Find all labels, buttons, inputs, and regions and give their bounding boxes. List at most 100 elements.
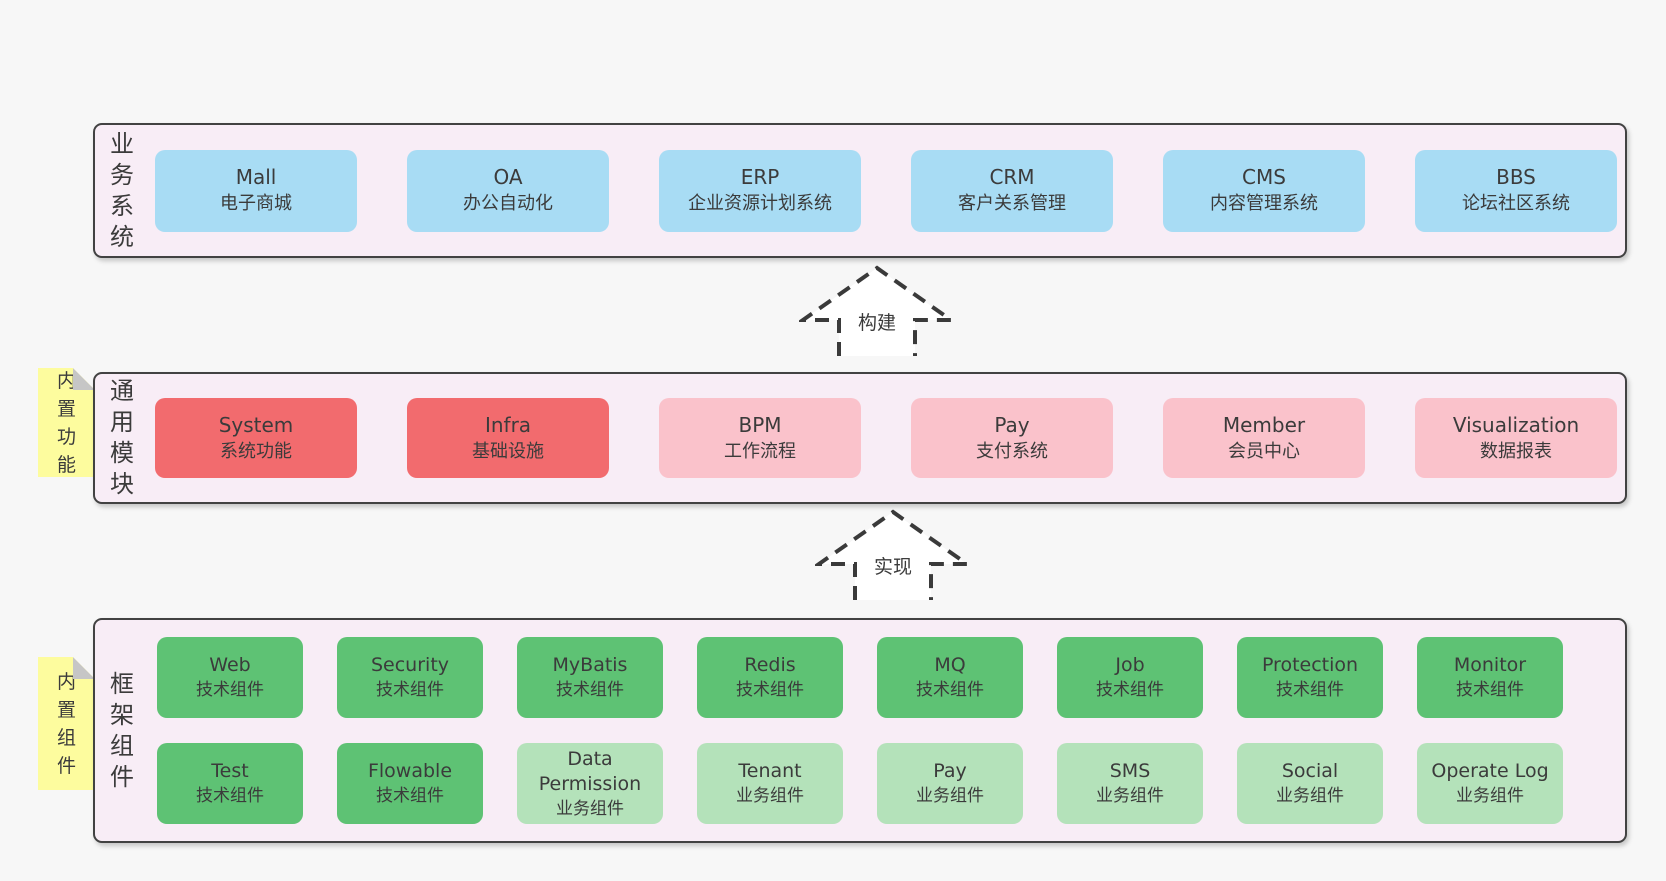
- box-cn-label: 会员中心: [1228, 440, 1300, 462]
- box-en-label: Social: [1281, 760, 1339, 782]
- builtin-components-note: 内置组件: [38, 657, 95, 790]
- box-cn-label: 业务组件: [916, 786, 984, 806]
- box-tenant-biz: Tenant 业务组件: [697, 743, 843, 824]
- box-cn-label: 业务组件: [556, 798, 624, 819]
- box-en-label: Security: [370, 654, 450, 676]
- build-arrow: 构建: [799, 264, 955, 356]
- box-cn-label: 内容管理系统: [1210, 193, 1318, 214]
- box-en-label: Pay: [994, 412, 1030, 437]
- box-cn-label: 系统功能: [220, 440, 292, 462]
- box-en-label: BPM: [738, 412, 782, 437]
- box-cn-label: 电子商城: [220, 193, 292, 214]
- box-en-label: MQ: [934, 654, 966, 676]
- box-cn-label: 客户关系管理: [958, 193, 1066, 214]
- business-systems-panel: 业务系统 Mall 电子商城 OA 办公自动化 ERP 企业资源计划系统 CRM…: [93, 123, 1627, 258]
- box-en-label: Data Permission: [538, 747, 642, 795]
- box-redis-tech: Redis 技术组件: [697, 637, 843, 718]
- box-en-label: Mall: [235, 165, 277, 189]
- box-data-permission-biz: Data Permission 业务组件: [517, 743, 663, 824]
- box-social-biz: Social 业务组件: [1237, 743, 1383, 824]
- box-cms: CMS 内容管理系统: [1163, 149, 1365, 232]
- box-cn-label: 技术组件: [196, 680, 264, 700]
- framework-row-2: Test 技术组件 Flowable 技术组件 Data Permission …: [157, 743, 1563, 824]
- framework-components-panel: 框架组件 Web 技术组件 Security 技术组件 MyBatis 技术组件…: [93, 618, 1627, 843]
- common-modules-row: System 系统功能 Infra 基础设施 BPM 工作流程 Pay 支付系统…: [155, 398, 1617, 478]
- note-fold-corner: [73, 657, 95, 679]
- box-web-tech: Web 技术组件: [157, 637, 303, 718]
- implement-arrow: 实现: [815, 508, 971, 600]
- box-cn-label: 支付系统: [976, 440, 1048, 462]
- box-en-label: CMS: [1242, 165, 1286, 189]
- framework-row-1: Web 技术组件 Security 技术组件 MyBatis 技术组件 Redi…: [157, 637, 1563, 718]
- box-bbs: BBS 论坛社区系统: [1415, 149, 1617, 232]
- box-member: Member 会员中心: [1163, 398, 1365, 478]
- box-en-label: Monitor: [1453, 654, 1527, 676]
- box-erp: ERP 企业资源计划系统: [659, 149, 861, 232]
- box-en-label: Flowable: [367, 760, 453, 782]
- note-fold-corner: [73, 368, 95, 390]
- box-cn-label: 数据报表: [1480, 440, 1552, 462]
- box-en-label: BBS: [1496, 165, 1536, 189]
- box-cn-label: 工作流程: [724, 440, 796, 462]
- note-text: 内置功能: [56, 369, 76, 476]
- box-cn-label: 技术组件: [376, 786, 444, 806]
- box-en-label: Pay: [933, 760, 967, 782]
- box-pay-biz: Pay 业务组件: [877, 743, 1023, 824]
- box-cn-label: 技术组件: [1276, 680, 1344, 700]
- box-en-label: Tenant: [738, 760, 802, 782]
- box-cn-label: 技术组件: [916, 680, 984, 700]
- box-system: System 系统功能: [155, 398, 357, 478]
- box-mall: Mall 电子商城: [155, 149, 357, 232]
- box-cn-label: 基础设施: [472, 440, 544, 462]
- box-en-label: System: [218, 412, 294, 437]
- box-en-label: OA: [493, 165, 523, 189]
- note-text: 内置组件: [56, 670, 76, 777]
- box-cn-label: 技术组件: [376, 680, 444, 700]
- common-modules-label: 通用模块: [110, 377, 134, 498]
- box-crm: CRM 客户关系管理: [911, 149, 1113, 232]
- box-operate-log-biz: Operate Log 业务组件: [1417, 743, 1563, 824]
- box-en-label: Web: [209, 654, 251, 676]
- box-cn-label: 业务组件: [1456, 786, 1524, 806]
- box-en-label: Redis: [744, 654, 796, 676]
- box-en-label: ERP: [740, 165, 780, 189]
- box-cn-label: 技术组件: [736, 680, 804, 700]
- box-en-label: Infra: [484, 412, 532, 437]
- box-en-label: Job: [1115, 654, 1145, 676]
- box-test-tech: Test 技术组件: [157, 743, 303, 824]
- box-bpm: BPM 工作流程: [659, 398, 861, 478]
- box-en-label: CRM: [989, 165, 1035, 189]
- box-flowable-tech: Flowable 技术组件: [337, 743, 483, 824]
- box-cn-label: 技术组件: [1096, 680, 1164, 700]
- box-monitor-tech: Monitor 技术组件: [1417, 637, 1563, 718]
- box-cn-label: 业务组件: [1096, 786, 1164, 806]
- box-visualization: Visualization 数据报表: [1415, 398, 1617, 478]
- box-en-label: SMS: [1109, 760, 1151, 782]
- build-arrow-label: 构建: [855, 308, 899, 335]
- framework-components-rows: Web 技术组件 Security 技术组件 MyBatis 技术组件 Redi…: [157, 637, 1563, 824]
- box-en-label: Protection: [1261, 654, 1359, 676]
- box-cn-label: 技术组件: [556, 680, 624, 700]
- framework-components-label: 框架组件: [110, 669, 134, 791]
- box-en-label: Operate Log: [1431, 760, 1549, 782]
- box-en-label: Member: [1222, 412, 1306, 437]
- box-cn-label: 企业资源计划系统: [688, 193, 832, 214]
- box-oa: OA 办公自动化: [407, 149, 609, 232]
- box-cn-label: 办公自动化: [463, 193, 553, 214]
- box-mq-tech: MQ 技术组件: [877, 637, 1023, 718]
- box-cn-label: 业务组件: [736, 786, 804, 806]
- box-protection-tech: Protection 技术组件: [1237, 637, 1383, 718]
- implement-arrow-label: 实现: [871, 552, 915, 579]
- box-cn-label: 论坛社区系统: [1462, 193, 1570, 214]
- box-security-tech: Security 技术组件: [337, 637, 483, 718]
- box-en-label: Test: [211, 760, 249, 782]
- box-cn-label: 业务组件: [1276, 786, 1344, 806]
- box-en-label: Visualization: [1452, 412, 1580, 437]
- business-systems-row: Mall 电子商城 OA 办公自动化 ERP 企业资源计划系统 CRM 客户关系…: [155, 149, 1617, 232]
- box-infra: Infra 基础设施: [407, 398, 609, 478]
- box-sms-biz: SMS 业务组件: [1057, 743, 1203, 824]
- box-job-tech: Job 技术组件: [1057, 637, 1203, 718]
- box-mybatis-tech: MyBatis 技术组件: [517, 637, 663, 718]
- business-systems-label: 业务系统: [110, 129, 134, 251]
